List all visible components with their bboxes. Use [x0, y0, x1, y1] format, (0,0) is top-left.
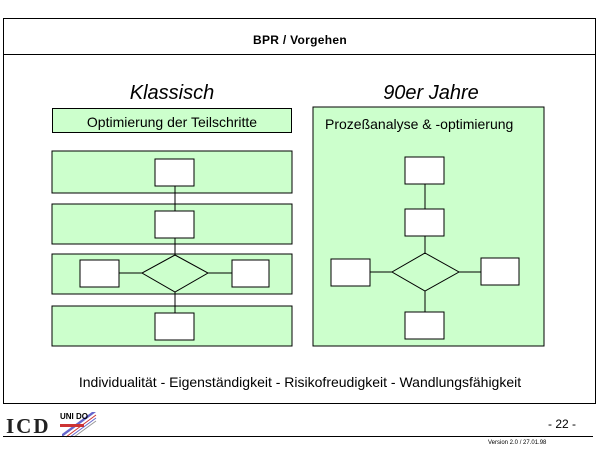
content-frame — [3, 55, 596, 403]
left-step-box-5 — [154, 312, 195, 341]
page-number: - 22 - — [548, 417, 577, 431]
left-subtitle: Optimierung der Teilschritte — [86, 114, 258, 130]
footer-separator — [3, 403, 596, 404]
values-tagline: Individualität - Eigenständigkeit - Risi… — [78, 374, 522, 390]
right-step-box-4 — [480, 257, 520, 286]
uni-do-logo-mark — [60, 412, 97, 438]
right-step-box-3 — [330, 258, 371, 287]
footer-bottom-line — [3, 436, 593, 437]
right-step-box-5 — [404, 311, 445, 340]
right-step-box-2 — [404, 208, 445, 237]
left-step-box-4 — [231, 259, 270, 288]
icd-logo: ICD — [6, 414, 51, 438]
right-subtitle: Prozeßanalyse & -optimierung — [325, 116, 514, 132]
right-column-title: 90er Jahre — [383, 82, 479, 104]
left-step-box-1 — [154, 158, 195, 187]
left-column-title: Klassisch — [129, 82, 215, 104]
slide-title: BPR / Vorgehen — [253, 33, 347, 47]
version-label: Version 2.0 / 27.01.98 — [488, 440, 547, 446]
left-subtitle-bar: Optimierung der Teilschritte — [52, 108, 292, 133]
left-step-box-3 — [79, 259, 120, 288]
uni-do-logo-text: UNI DO — [60, 412, 88, 421]
header-box — [3, 18, 596, 55]
right-step-box-1 — [404, 156, 445, 185]
left-decision-diamond — [140, 254, 210, 293]
right-decision-diamond — [390, 252, 461, 292]
left-step-box-2 — [154, 210, 195, 239]
